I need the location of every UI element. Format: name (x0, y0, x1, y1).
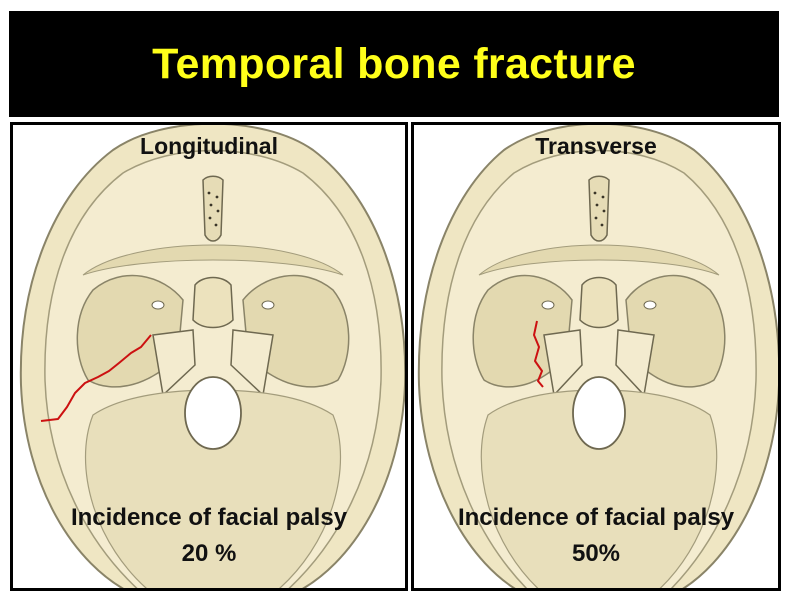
incidence-caption: Incidence of facial palsy (414, 504, 778, 532)
incidence-value: 50% (414, 540, 778, 568)
panel-longitudinal: Longitudinal Incidence of facial palsy 2… (10, 122, 408, 591)
incidence-caption: Incidence of facial palsy (13, 504, 405, 532)
panel-transverse: Transverse Incidence of facial palsy 50% (411, 122, 781, 591)
slide-title: Temporal bone fracture (152, 40, 636, 89)
title-bar: Temporal bone fracture (9, 11, 779, 117)
panel-label-transverse: Transverse (414, 133, 778, 160)
incidence-value: 20 % (13, 540, 405, 568)
panel-label-longitudinal: Longitudinal (13, 133, 405, 160)
